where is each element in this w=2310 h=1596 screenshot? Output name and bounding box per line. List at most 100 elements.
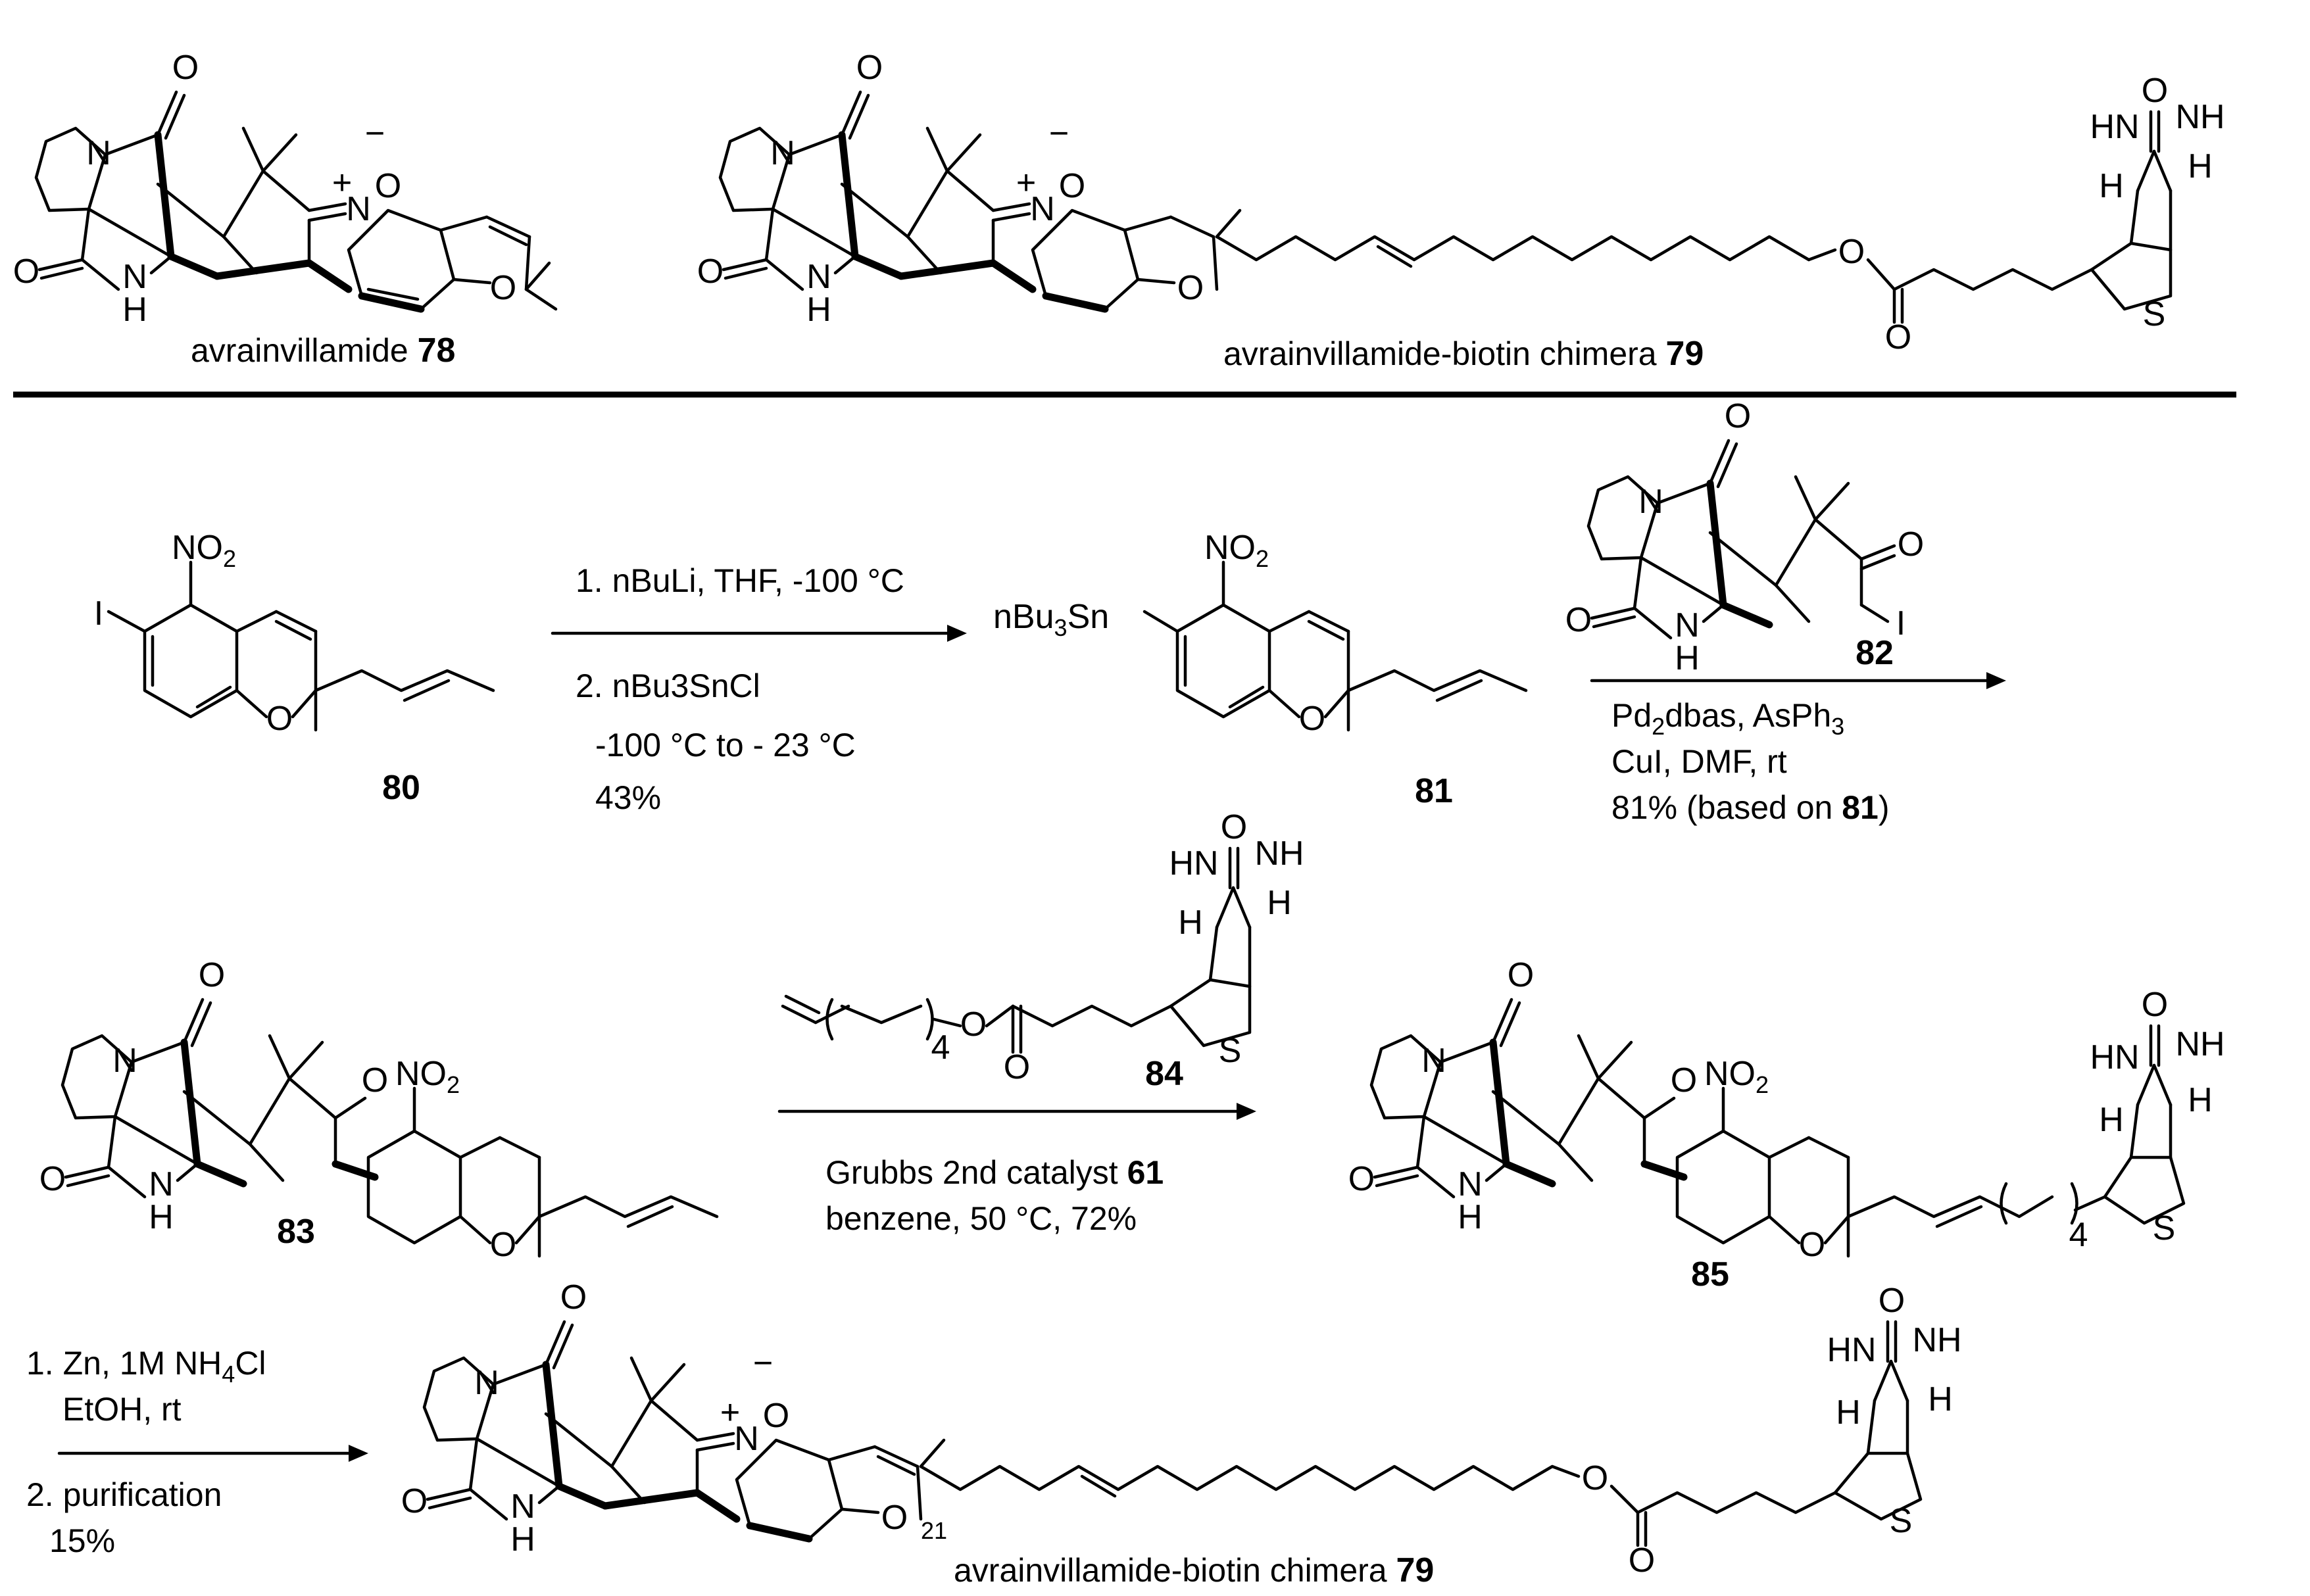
atom-hn: HN bbox=[2090, 108, 2139, 146]
atom-nh: N bbox=[1458, 1165, 1483, 1203]
atom-o-carbonyl: O bbox=[1004, 1048, 1030, 1086]
charge-minus: − bbox=[1049, 114, 1069, 153]
step2-conditions: Pd2dbas, AsPh3 CuI, DMF, rt 81% (based o… bbox=[1590, 672, 2006, 826]
atom-h: H bbox=[1458, 1198, 1483, 1236]
atom-o: O bbox=[401, 1482, 428, 1520]
atom-h: H bbox=[510, 1520, 535, 1559]
step1-line3: -100 °C to - 23 °C bbox=[595, 727, 856, 763]
atom-o: O bbox=[856, 49, 883, 87]
atom-h: H bbox=[2188, 147, 2213, 185]
atom-h: H bbox=[1928, 1380, 1953, 1418]
atom-o-ketone: O bbox=[362, 1061, 388, 1100]
step3-line2: benzene, 50 °C, 72% bbox=[825, 1200, 1137, 1237]
atom-o: O bbox=[490, 269, 516, 307]
atom-o: O bbox=[266, 700, 293, 738]
step2-line1: Pd2dbas, AsPh3 bbox=[1611, 697, 1844, 740]
atom-s: S bbox=[2143, 295, 2166, 333]
compound-79-bottom-label: avrainvillamide-biotin chimera 79 bbox=[954, 1551, 1434, 1589]
compound-84: 4 O O O HN NH H H S 84 bbox=[781, 808, 1304, 1093]
step2-line3: 81% (based on 81) bbox=[1611, 789, 1890, 826]
atom-n-nitrone: N bbox=[346, 190, 371, 228]
compound-78: N O O N H N + − O O avrainvillamide 78 bbox=[13, 49, 558, 370]
atom-nh: N bbox=[149, 1165, 174, 1203]
atom-i: I bbox=[1896, 604, 1905, 642]
compound-80-label: 80 bbox=[382, 769, 420, 807]
atom-o: O bbox=[490, 1226, 516, 1264]
subscript-4: 4 bbox=[2069, 1216, 2088, 1254]
atom-o-ester: O bbox=[1838, 233, 1865, 271]
step1-yield: 43% bbox=[595, 779, 661, 816]
atom-o-carbonyl: O bbox=[1885, 318, 1911, 356]
step3-line1: Grubbs 2nd catalyst 61 bbox=[825, 1154, 1164, 1191]
atom-nh: N bbox=[510, 1487, 535, 1526]
atom-nh: NH bbox=[1254, 834, 1304, 873]
compound-78-label: avrainvillamide 78 bbox=[191, 331, 455, 370]
atom-n: N bbox=[86, 134, 111, 172]
atom-o: O bbox=[1177, 269, 1204, 307]
step4-conditions: 1. Zn, 1M NH4Cl EtOH, rt 2. purification… bbox=[26, 1345, 368, 1559]
atom-hn: HN bbox=[2090, 1038, 2139, 1076]
step1-line2: 2. nBu3SnCl bbox=[576, 667, 760, 704]
atom-s: S bbox=[2153, 1209, 2176, 1247]
atom-o-urea: O bbox=[1879, 1282, 1905, 1320]
atom-nh: N bbox=[806, 258, 831, 296]
step1-conditions: 1. nBuLi, THF, -100 °C 2. nBu3SnCl -100 … bbox=[551, 562, 967, 816]
atom-o-ketone: O bbox=[1671, 1061, 1697, 1100]
locant-21: 21 bbox=[921, 1517, 947, 1544]
atom-o: O bbox=[881, 1499, 908, 1537]
atom-h: H bbox=[1675, 639, 1700, 677]
atom-o-ester: O bbox=[960, 1005, 987, 1044]
atom-i: I bbox=[94, 594, 103, 633]
atom-o: O bbox=[1725, 397, 1751, 435]
atom-h: H bbox=[1178, 904, 1203, 942]
compound-80: NO2 I O 80 bbox=[94, 529, 495, 807]
subscript-4: 4 bbox=[931, 1028, 950, 1067]
compound-81-label: 81 bbox=[1415, 772, 1453, 810]
atom-nh: N bbox=[122, 258, 147, 296]
atom-o: O bbox=[697, 253, 724, 291]
atom-o: O bbox=[39, 1160, 66, 1198]
atom-o: O bbox=[1799, 1226, 1825, 1264]
atom-o: O bbox=[1299, 700, 1325, 738]
atom-o: O bbox=[1508, 956, 1534, 994]
atom-n: N bbox=[770, 134, 795, 172]
nitro-group: NO2 bbox=[1204, 529, 1269, 572]
nitro-group: NO2 bbox=[1704, 1055, 1769, 1098]
atom-o-urea: O bbox=[2142, 986, 2168, 1024]
compound-79-top: N O O N H N + − O O O O O HN NH H H S av… bbox=[697, 49, 2225, 373]
atom-n: N bbox=[112, 1042, 137, 1080]
charge-plus: + bbox=[332, 164, 352, 202]
charge-minus: − bbox=[365, 114, 385, 153]
atom-o: O bbox=[1565, 601, 1592, 639]
atom-nh: N bbox=[1675, 606, 1700, 644]
step4-line3: 2. purification bbox=[26, 1476, 222, 1513]
atom-o: O bbox=[199, 956, 225, 994]
atom-o: O bbox=[763, 1397, 789, 1435]
compound-79-bottom: N O O N H N + − O O 21 O O O HN NH H H S… bbox=[401, 1278, 1962, 1589]
compound-85: N O O N H O NO2 O 4 O HN NH H H S 85 bbox=[1348, 956, 2225, 1294]
atom-h: H bbox=[122, 291, 147, 329]
atom-h: H bbox=[2099, 167, 2124, 205]
compound-85-label: 85 bbox=[1691, 1255, 1729, 1294]
compound-83: N O O N H O NO2 O 83 bbox=[39, 956, 719, 1264]
atom-o-ester: O bbox=[1582, 1459, 1608, 1497]
compound-82: N O O N H O I 82 bbox=[1565, 397, 1924, 677]
step4-line2: EtOH, rt bbox=[62, 1391, 182, 1428]
atom-nh: NH bbox=[2175, 98, 2224, 136]
atom-n-nitrone: N bbox=[734, 1420, 759, 1458]
atom-o-urea: O bbox=[1221, 808, 1247, 846]
atom-n: N bbox=[474, 1364, 499, 1402]
atom-o: O bbox=[1348, 1160, 1375, 1198]
compound-82-label: 82 bbox=[1855, 634, 1894, 672]
tributylstannyl-group: nBu3Sn bbox=[993, 598, 1109, 641]
nitro-group: NO2 bbox=[395, 1055, 460, 1098]
atom-o: O bbox=[375, 167, 401, 205]
atom-s: S bbox=[1890, 1502, 1913, 1540]
atom-n: N bbox=[1638, 483, 1663, 521]
atom-o: O bbox=[560, 1278, 587, 1317]
step4-line1: 1. Zn, 1M NH4Cl bbox=[26, 1345, 266, 1388]
atom-h: H bbox=[806, 291, 831, 329]
atom-h: H bbox=[2099, 1101, 2124, 1139]
step4-yield: 15% bbox=[49, 1522, 115, 1559]
